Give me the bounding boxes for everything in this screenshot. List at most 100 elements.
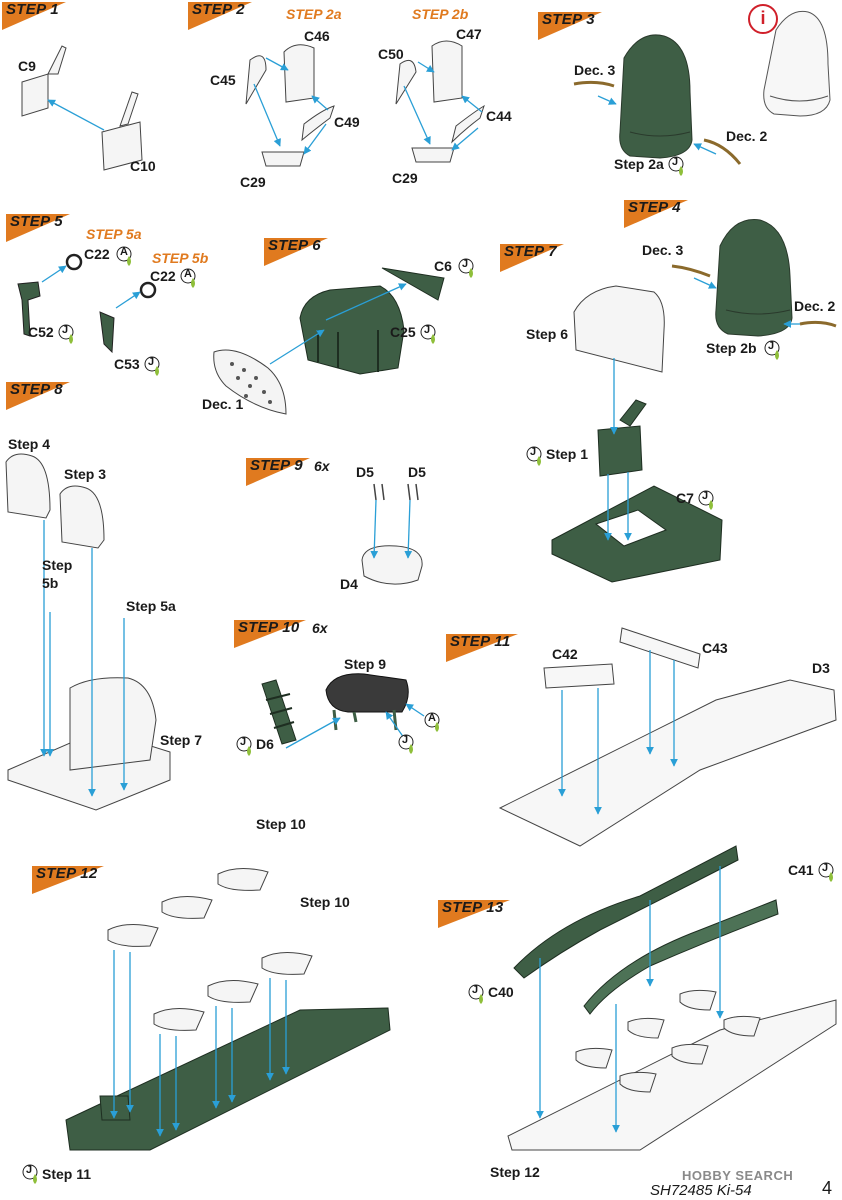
step-2-tag: STEP 2 xyxy=(188,0,260,30)
step-6-tag: STEP 6 xyxy=(264,236,336,266)
decal-label-dec3: Dec. 3 xyxy=(642,242,684,258)
part-label-c47: C47 xyxy=(456,26,482,42)
part-label-c49: C49 xyxy=(334,114,360,130)
belt-dec2 xyxy=(703,138,742,165)
decal-label-dec3: Dec. 3 xyxy=(574,62,616,78)
paint-a-badge: A xyxy=(116,246,134,268)
part-label-c50: C50 xyxy=(378,46,404,62)
part-label-c29: C29 xyxy=(392,170,418,186)
step-ref-label: Step 10 xyxy=(300,894,350,910)
substep-5b-title: STEP 5b xyxy=(152,250,209,266)
part-label-d3: D3 xyxy=(812,660,830,676)
paint-j-badge: J xyxy=(668,156,686,178)
step10-parts xyxy=(261,673,409,745)
step2b-parts xyxy=(395,40,485,163)
step12-floor xyxy=(65,1007,391,1151)
part-label-c53: C53 xyxy=(114,356,140,372)
part-label-c6: C6 xyxy=(434,258,452,274)
info-icon: i xyxy=(748,4,778,34)
step12-chairs xyxy=(107,868,313,1031)
part-label-c9: C9 xyxy=(18,58,36,74)
watermark: HOBBY SEARCH xyxy=(682,1168,794,1183)
step9-parts xyxy=(361,483,423,585)
step-3-tag: STEP 3 xyxy=(538,10,610,40)
step-ref-label: Step 5b xyxy=(42,557,73,591)
part-label-c22: C22 xyxy=(150,268,176,284)
step-4-tag: STEP 4 xyxy=(624,198,696,228)
substep-5a-title: STEP 5a xyxy=(86,226,142,242)
step-ref-label: Step 1 xyxy=(546,446,589,462)
step-ref-label: Step 2b xyxy=(706,340,757,356)
step7-floor xyxy=(551,285,723,583)
part-label-d4: D4 xyxy=(340,576,358,592)
step-5-tag: STEP 5 xyxy=(6,212,78,242)
paint-a-badge: A xyxy=(424,712,442,734)
step3-seat xyxy=(619,34,693,159)
step-9-tag: STEP 9 xyxy=(246,456,318,486)
step-ref-label: Step 11 xyxy=(42,1166,92,1182)
step11-floor xyxy=(498,627,837,847)
decal-label-dec2: Dec. 2 xyxy=(726,128,768,144)
part-label-c46: C46 xyxy=(304,28,330,44)
step-ref-label: Step 9 xyxy=(344,656,387,672)
substep-2b-title: STEP 2b xyxy=(412,6,469,22)
part-label-d5: D5 xyxy=(408,464,426,480)
step-ref-label: Step 2a xyxy=(614,156,664,172)
step-ref-label: Step 4 xyxy=(8,436,51,452)
step-7-tag: STEP 7 xyxy=(500,242,572,272)
part-label-c43: C43 xyxy=(702,640,728,656)
step-ref-label: Step 3 xyxy=(64,466,107,482)
step-11-tag: STEP 11 xyxy=(446,632,518,662)
step2a-parts xyxy=(245,44,335,167)
step-ref-label: Step 12 xyxy=(490,1164,540,1180)
step1-parts xyxy=(21,45,143,171)
step-8-tag: STEP 8 xyxy=(6,380,78,410)
paint-j-badge: J xyxy=(398,734,416,756)
paint-a-badge: A xyxy=(180,268,198,290)
step-10-tag: STEP 10 xyxy=(234,618,306,648)
step-10-multiplier: 6x xyxy=(312,620,328,636)
arrow xyxy=(47,99,105,131)
step-ref-label: Step 7 xyxy=(160,732,203,748)
part-label-c7: C7 xyxy=(676,490,694,506)
step-9-multiplier: 6x xyxy=(314,458,330,474)
paint-j-badge: J xyxy=(236,736,254,758)
part-label-c44: C44 xyxy=(486,108,512,124)
paint-j-badge: J xyxy=(698,490,716,512)
step6-panel xyxy=(213,267,445,415)
model-code: SH72485 Ki-54 xyxy=(650,1182,752,1199)
page-number: 4 xyxy=(822,1178,833,1198)
paint-j-badge: J xyxy=(58,324,76,346)
reference-seat xyxy=(763,10,831,117)
paint-j-badge: J xyxy=(22,1164,40,1186)
paint-j-badge: J xyxy=(468,984,486,1006)
part-label-c10: C10 xyxy=(130,158,156,174)
paint-j-badge: J xyxy=(526,446,544,468)
part-label-c25: C25 xyxy=(390,324,416,340)
part-label-d6: D6 xyxy=(256,736,274,752)
part-label-c29: C29 xyxy=(240,174,266,190)
part-label-c41: C41 xyxy=(788,862,814,878)
part-label-d5: D5 xyxy=(356,464,374,480)
part-label-c52: C52 xyxy=(28,324,54,340)
part-label-c42: C42 xyxy=(552,646,578,662)
part-label-c45: C45 xyxy=(210,72,236,88)
step-ref-label: Step 5a xyxy=(126,598,176,614)
belt-dec3 xyxy=(573,80,615,88)
step-ref-label: Step 10 xyxy=(256,816,306,832)
substep-2a-title: STEP 2a xyxy=(286,6,342,22)
step-12-tag: STEP 12 xyxy=(32,864,104,894)
step-1-tag: STEP 1 xyxy=(2,0,74,30)
step4-seat xyxy=(715,219,793,337)
step-13-tag: STEP 13 xyxy=(438,898,510,928)
decal-label-dec1: Dec. 1 xyxy=(202,396,244,412)
part-label-c40: C40 xyxy=(488,984,514,1000)
step-ref-label: Step 6 xyxy=(526,326,569,342)
decal-label-dec2: Dec. 2 xyxy=(794,298,836,314)
part-label-c22: C22 xyxy=(84,246,110,262)
step8-assembly xyxy=(5,453,171,811)
paint-j-badge: J xyxy=(764,340,782,362)
paint-j-badge: J xyxy=(420,324,438,346)
